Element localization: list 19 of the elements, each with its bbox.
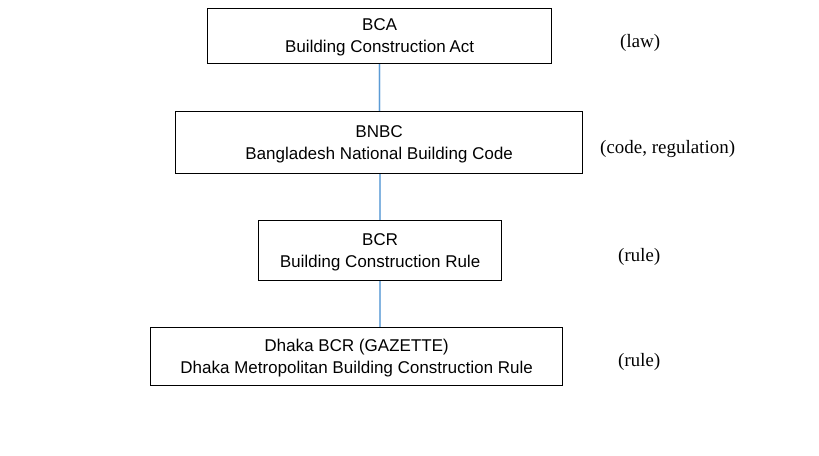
box-heading: BCA [362, 14, 397, 36]
text-box [207, 8, 552, 64]
box-text: Building Construction Rule [280, 250, 480, 272]
box-text: Bangladesh National Building Code [245, 142, 513, 164]
side-note: (law) [620, 30, 660, 54]
box-heading: BCR [362, 228, 398, 250]
box-heading: Dhaka BCR (GAZETTE) [264, 334, 449, 356]
text-box [150, 327, 563, 386]
text-box [258, 220, 502, 281]
box-text: Dhaka Metropolitan Building Construction Rule [180, 356, 533, 378]
side-note: (rule) [618, 349, 660, 373]
connector-line [378, 64, 380, 111]
connector-line [379, 281, 381, 327]
side-note: (code, regulation) [600, 136, 736, 160]
box-heading: BNBC [355, 120, 403, 142]
connector-line [379, 174, 381, 220]
side-note: (rule) [618, 244, 660, 268]
text-box [175, 111, 583, 174]
box-text: Building Construction Act [285, 36, 474, 58]
